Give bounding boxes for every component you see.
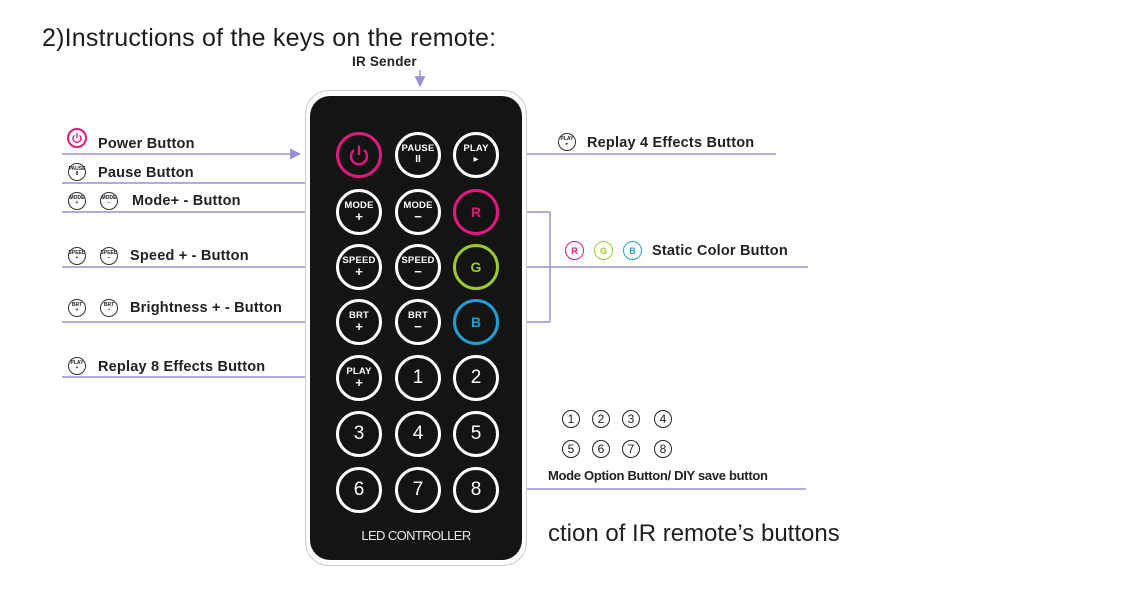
speed-plus-button[interactable]: SPEED+ [336,244,382,290]
static-color-button-label: Static Color Button [652,243,788,259]
speed-plus-mini-icon: SPEED+ [68,247,86,265]
power-button-label: Power Button [98,136,195,152]
digit-8-icon: 8 [654,440,672,458]
blue-button[interactable]: B [453,299,499,345]
replay-8-button-label: Replay 8 Effects Button [98,359,265,375]
mode-minus-button[interactable]: MODE− [395,189,441,235]
number-1-button[interactable]: 1 [395,355,441,401]
b-mini-icon: B [623,241,642,260]
mode-button-label: Mode+ - Button [132,193,241,209]
speed-minus-button[interactable]: SPEED− [395,244,441,290]
speed-button-label: Speed + - Button [130,248,249,264]
mode-minus-mini-icon: MODE− [100,192,118,210]
r-mini-icon: R [565,241,584,260]
mode-option-button-label: Mode Option Button/ DIY save button [548,468,768,483]
number-3-button[interactable]: 3 [336,411,382,457]
page-title: 2)Instructions of the keys on the remote… [42,24,496,53]
digit-3-icon: 3 [622,410,640,428]
digit-6-icon: 6 [592,440,610,458]
number-6-button[interactable]: 6 [336,467,382,513]
number-8-button[interactable]: 8 [453,467,499,513]
power-mini-icon [67,128,87,148]
g-mini-icon: G [594,241,613,260]
pause-button-label: Pause Button [98,165,194,181]
play-plus-button[interactable]: PLAY+ [336,355,382,401]
digit-4-icon: 4 [654,410,672,428]
play-mini-icon: PLAY▸ [558,133,576,151]
number-4-button[interactable]: 4 [395,411,441,457]
brightness-button-label: Brightness + - Button [130,300,282,316]
mode-plus-mini-icon: MODE+ [68,192,86,210]
red-button[interactable]: R [453,189,499,235]
digit-5-icon: 5 [562,440,580,458]
replay-4-button-label: Replay 4 Effects Button [587,135,754,151]
power-button[interactable] [336,132,382,178]
play-plus-mini-icon: PLAY+ [68,357,86,375]
figure-caption: ction of IR remote’s buttons [548,520,840,548]
number-5-button[interactable]: 5 [453,411,499,457]
brt-minus-button[interactable]: BRT− [395,299,441,345]
number-7-button[interactable]: 7 [395,467,441,513]
brt-plus-mini-icon: BRT+ [68,299,86,317]
number-2-button[interactable]: 2 [453,355,499,401]
digit-7-icon: 7 [622,440,640,458]
speed-minus-mini-icon: SPEED− [100,247,118,265]
power-icon [347,143,371,167]
digit-2-icon: 2 [592,410,610,428]
brt-plus-button[interactable]: BRT+ [336,299,382,345]
play-button[interactable]: PLAY▸ [453,132,499,178]
remote-brand-label: LED CONTROLLER [310,528,522,543]
digit-1-icon: 1 [562,410,580,428]
mode-plus-button[interactable]: MODE+ [336,189,382,235]
ir-sender-label: IR Sender [352,54,417,69]
brt-minus-mini-icon: BRT− [100,299,118,317]
green-button[interactable]: G [453,244,499,290]
